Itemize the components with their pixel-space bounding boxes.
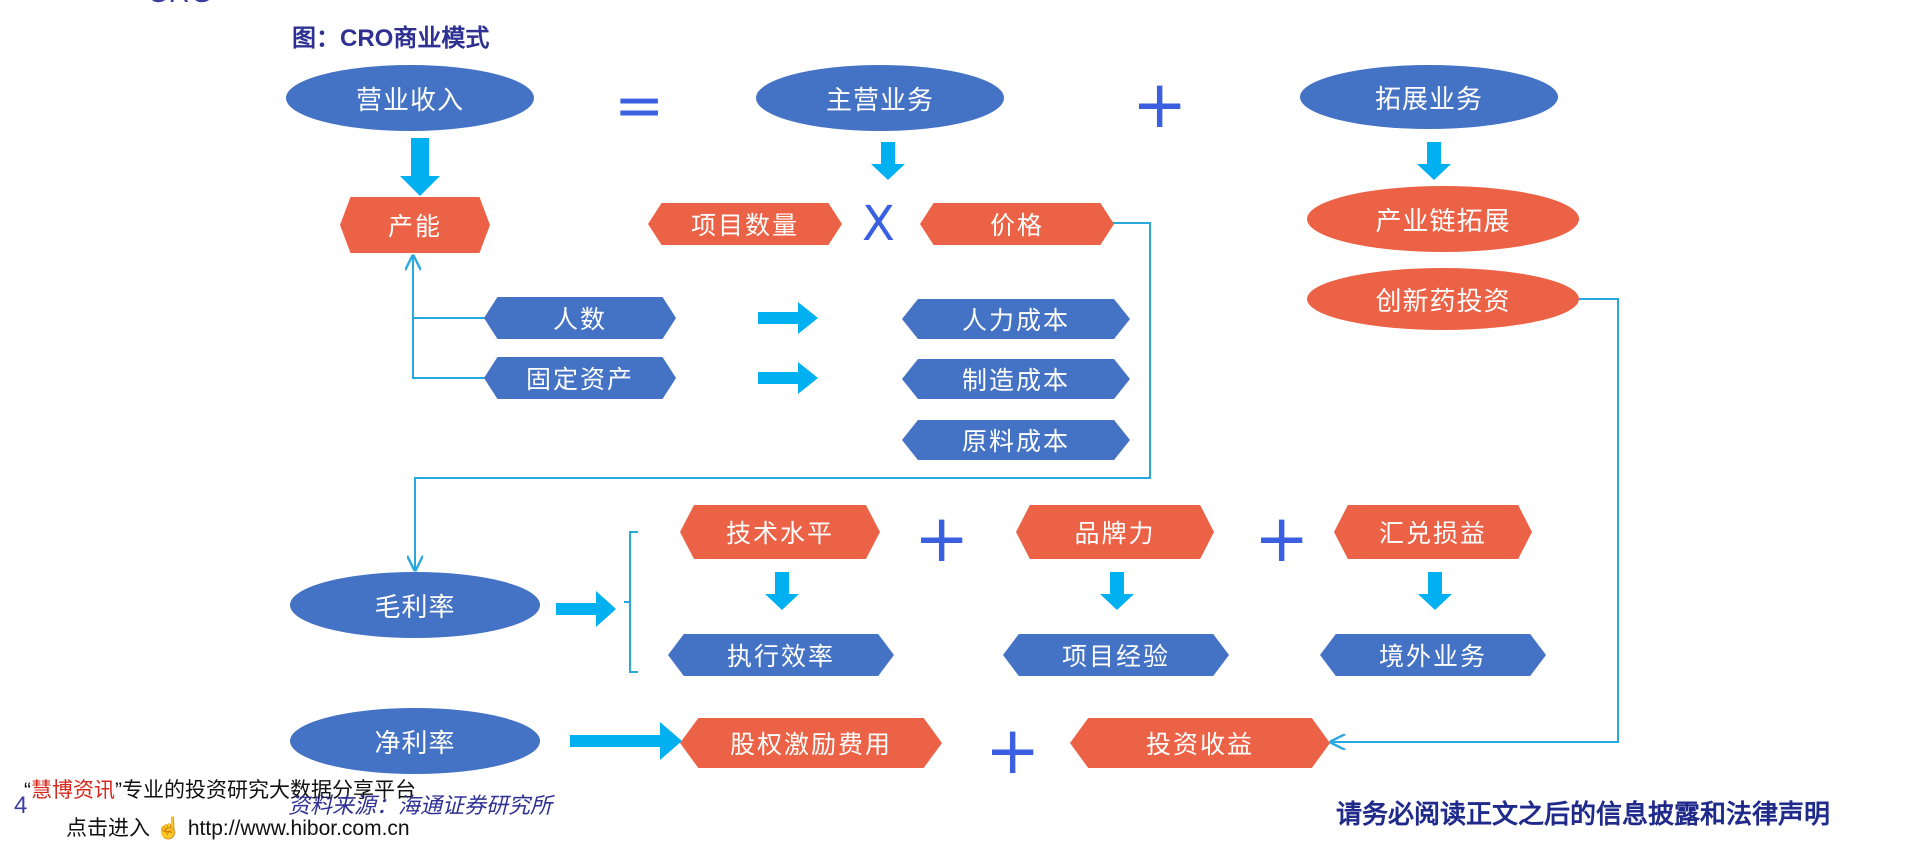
- node-labor-cost: 人力成本: [902, 299, 1130, 339]
- down-arrow-fx: [1418, 572, 1452, 610]
- node-execution-efficiency: 执行效率: [668, 634, 894, 676]
- disclaimer: 请务必阅读正文之后的信息披露和法律声明: [1336, 800, 1831, 830]
- plus-operator-4: +: [985, 712, 1041, 789]
- down-arrow-brand: [1100, 572, 1134, 610]
- node-manufacturing-cost: 制造成本: [902, 359, 1130, 399]
- node-investment-income: 投资收益: [1070, 718, 1330, 768]
- bracket-gross-margin-factors: [624, 531, 638, 673]
- node-price: 价格: [920, 203, 1114, 245]
- watermark-line: “慧博资讯”专业的投资研究大数据分享平台: [24, 774, 416, 804]
- right-arrow-headcount: [758, 302, 818, 334]
- page-number: 4: [14, 792, 28, 819]
- down-arrow-main: [871, 142, 905, 180]
- plus-operator-3: +: [1254, 500, 1310, 577]
- node-equity-incentive-cost: 股权激励费用: [680, 718, 942, 768]
- node-innovative-investment: 创新药投资: [1307, 268, 1579, 330]
- watermark-quote-open: “: [24, 779, 31, 802]
- pointer-hand-icon: ☝: [155, 817, 182, 840]
- node-net-margin: 净利率: [290, 708, 540, 774]
- node-technology-level: 技术水平: [680, 505, 880, 559]
- node-extended-business: 拓展业务: [1300, 65, 1558, 129]
- right-arrow-gross-margin: [556, 591, 616, 627]
- connector-costs-to-capacity: [413, 256, 486, 379]
- node-brand-power: 品牌力: [1016, 505, 1214, 559]
- node-fixed-assets: 固定资产: [484, 357, 676, 399]
- node-fx-gain-loss: 汇兑损益: [1334, 505, 1532, 559]
- node-gross-margin: 毛利率: [290, 572, 540, 638]
- node-headcount: 人数: [484, 297, 676, 339]
- node-material-cost: 原料成本: [902, 420, 1130, 460]
- watermark-brand: 慧博资讯: [31, 779, 115, 802]
- node-project-count: 项目数量: [648, 203, 842, 245]
- watermark-slogan: ”专业的投资研究大数据分享平台: [115, 779, 416, 802]
- plus-operator-2: +: [914, 500, 970, 577]
- node-project-experience: 项目经验: [1003, 634, 1229, 676]
- node-capacity: 产能: [340, 197, 490, 253]
- connector-investment-to-income: [1331, 298, 1619, 742]
- watermark-link[interactable]: 点击进入 ☝ http://www.hibor.com.cn: [66, 812, 410, 842]
- link-url[interactable]: http://www.hibor.com.cn: [187, 817, 410, 840]
- node-main-business: 主营业务: [756, 65, 1004, 131]
- times-operator: X: [862, 196, 895, 252]
- right-arrow-fixed-assets: [758, 362, 818, 394]
- figure-title: 图：CRO商业模式: [292, 25, 490, 52]
- down-arrow-extended: [1417, 142, 1451, 180]
- down-arrow-revenue: [400, 138, 440, 196]
- link-prefix: 点击进入: [66, 817, 150, 840]
- node-revenue: 营业收入: [286, 65, 534, 131]
- node-overseas-business: 境外业务: [1320, 634, 1546, 676]
- plus-operator-1: +: [1132, 66, 1188, 143]
- down-arrow-tech: [765, 572, 799, 610]
- top-cut-text: CRO: [148, 0, 215, 10]
- equals-operator: =: [614, 71, 665, 141]
- source-note: 资料来源：海通证券研究所: [288, 794, 553, 819]
- node-chain-extension: 产业链拓展: [1307, 186, 1579, 252]
- right-arrow-net-margin: [570, 722, 682, 760]
- connector-price-to-gross-margin: [415, 222, 1151, 570]
